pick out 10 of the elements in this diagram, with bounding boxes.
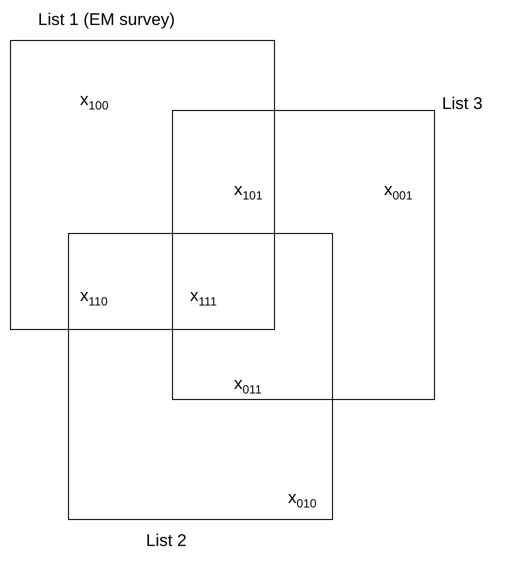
region-label: x$_{010}$ [288, 488, 317, 510]
set-heading: List 2 [146, 531, 187, 551]
region-label: x$_{101}$ [234, 180, 263, 202]
region-label: x$_{110}$ [80, 286, 108, 308]
set-heading: List 1 (EM survey) [38, 10, 175, 30]
region-label: x$_{111}$ [190, 286, 217, 308]
region-label: x$_{011}$ [234, 374, 262, 396]
set-heading: List 3 [442, 94, 483, 114]
region-label: x$_{001}$ [384, 180, 413, 202]
region-label: x$_{100}$ [80, 90, 109, 112]
